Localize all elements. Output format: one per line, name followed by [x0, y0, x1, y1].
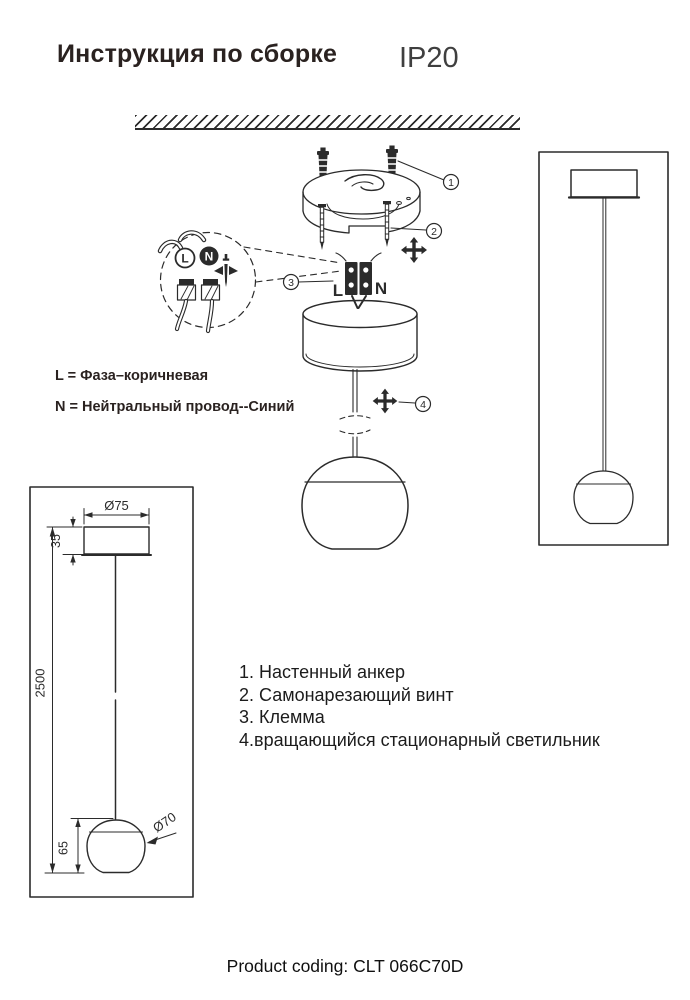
parts-list-item: 3. Клемма — [239, 707, 325, 728]
callout-2-number: 2 — [431, 226, 437, 238]
terminal-label-n: N — [375, 279, 387, 298]
wire-legend-live: L = Фаза–коричневая — [55, 368, 209, 384]
svg-text:Ø70: Ø70 — [150, 809, 179, 835]
callout-1: 1 — [397, 160, 460, 191]
dim-sphere-diameter: Ø70 — [146, 809, 179, 845]
pendant-canopy — [570, 169, 638, 198]
dim-canopy-diameter: Ø75 — [83, 498, 150, 525]
wiring-detail-circle: L N — [157, 230, 342, 334]
parts-list: 1. Настенный анкер 2. Самонарезающий вин… — [239, 661, 600, 751]
svg-text:65: 65 — [57, 841, 71, 855]
svg-text:Ø75: Ø75 — [104, 498, 129, 513]
dimensions-panel: Ø75 35 250 — [29, 486, 194, 898]
detail-label-l: L — [181, 252, 188, 266]
wire-l-ring — [174, 247, 196, 269]
callout-3: 3 — [282, 273, 334, 291]
suspension-rod — [339, 368, 371, 460]
rod-break — [339, 415, 371, 420]
ceiling-hatch — [135, 115, 520, 130]
svg-text:2500: 2500 — [33, 669, 48, 698]
page-title: Инструкция по сборке — [57, 40, 338, 68]
rotate-adjust-icon — [372, 388, 398, 414]
parts-list-item: 1. Настенный анкер — [239, 662, 405, 682]
assembled-view-panel — [538, 151, 669, 546]
move-arrow-icon — [400, 236, 428, 264]
ip-rating: IP20 — [399, 42, 459, 74]
terminal-block: L N — [333, 252, 387, 309]
canopy — [302, 299, 418, 372]
callout-4: 4 — [398, 395, 432, 413]
dim-overall-drop: 2500 — [33, 526, 85, 874]
callout-4-number: 4 — [420, 399, 426, 411]
dim-sphere-height: 65 — [57, 818, 114, 874]
product-coding: Product coding: CLT 066C70D — [226, 956, 464, 976]
terminal-connectors — [174, 279, 221, 334]
pendant-sphere — [573, 470, 634, 525]
parts-list-item: 2. Самонарезающий винт — [239, 684, 454, 705]
callout-1-number: 1 — [448, 177, 454, 189]
terminal-label-l: L — [333, 281, 343, 300]
callout-3-number: 3 — [288, 277, 294, 289]
wire-n-ring — [199, 246, 219, 266]
wire-legend-neutral: N = Нейтральный провод--Синий — [55, 399, 295, 415]
lamp-sphere — [301, 456, 409, 550]
parts-list-item: 4.вращающийся стационарный светильник — [239, 729, 600, 750]
detail-label-n: N — [205, 250, 214, 264]
callout-2: 2 — [390, 222, 443, 240]
